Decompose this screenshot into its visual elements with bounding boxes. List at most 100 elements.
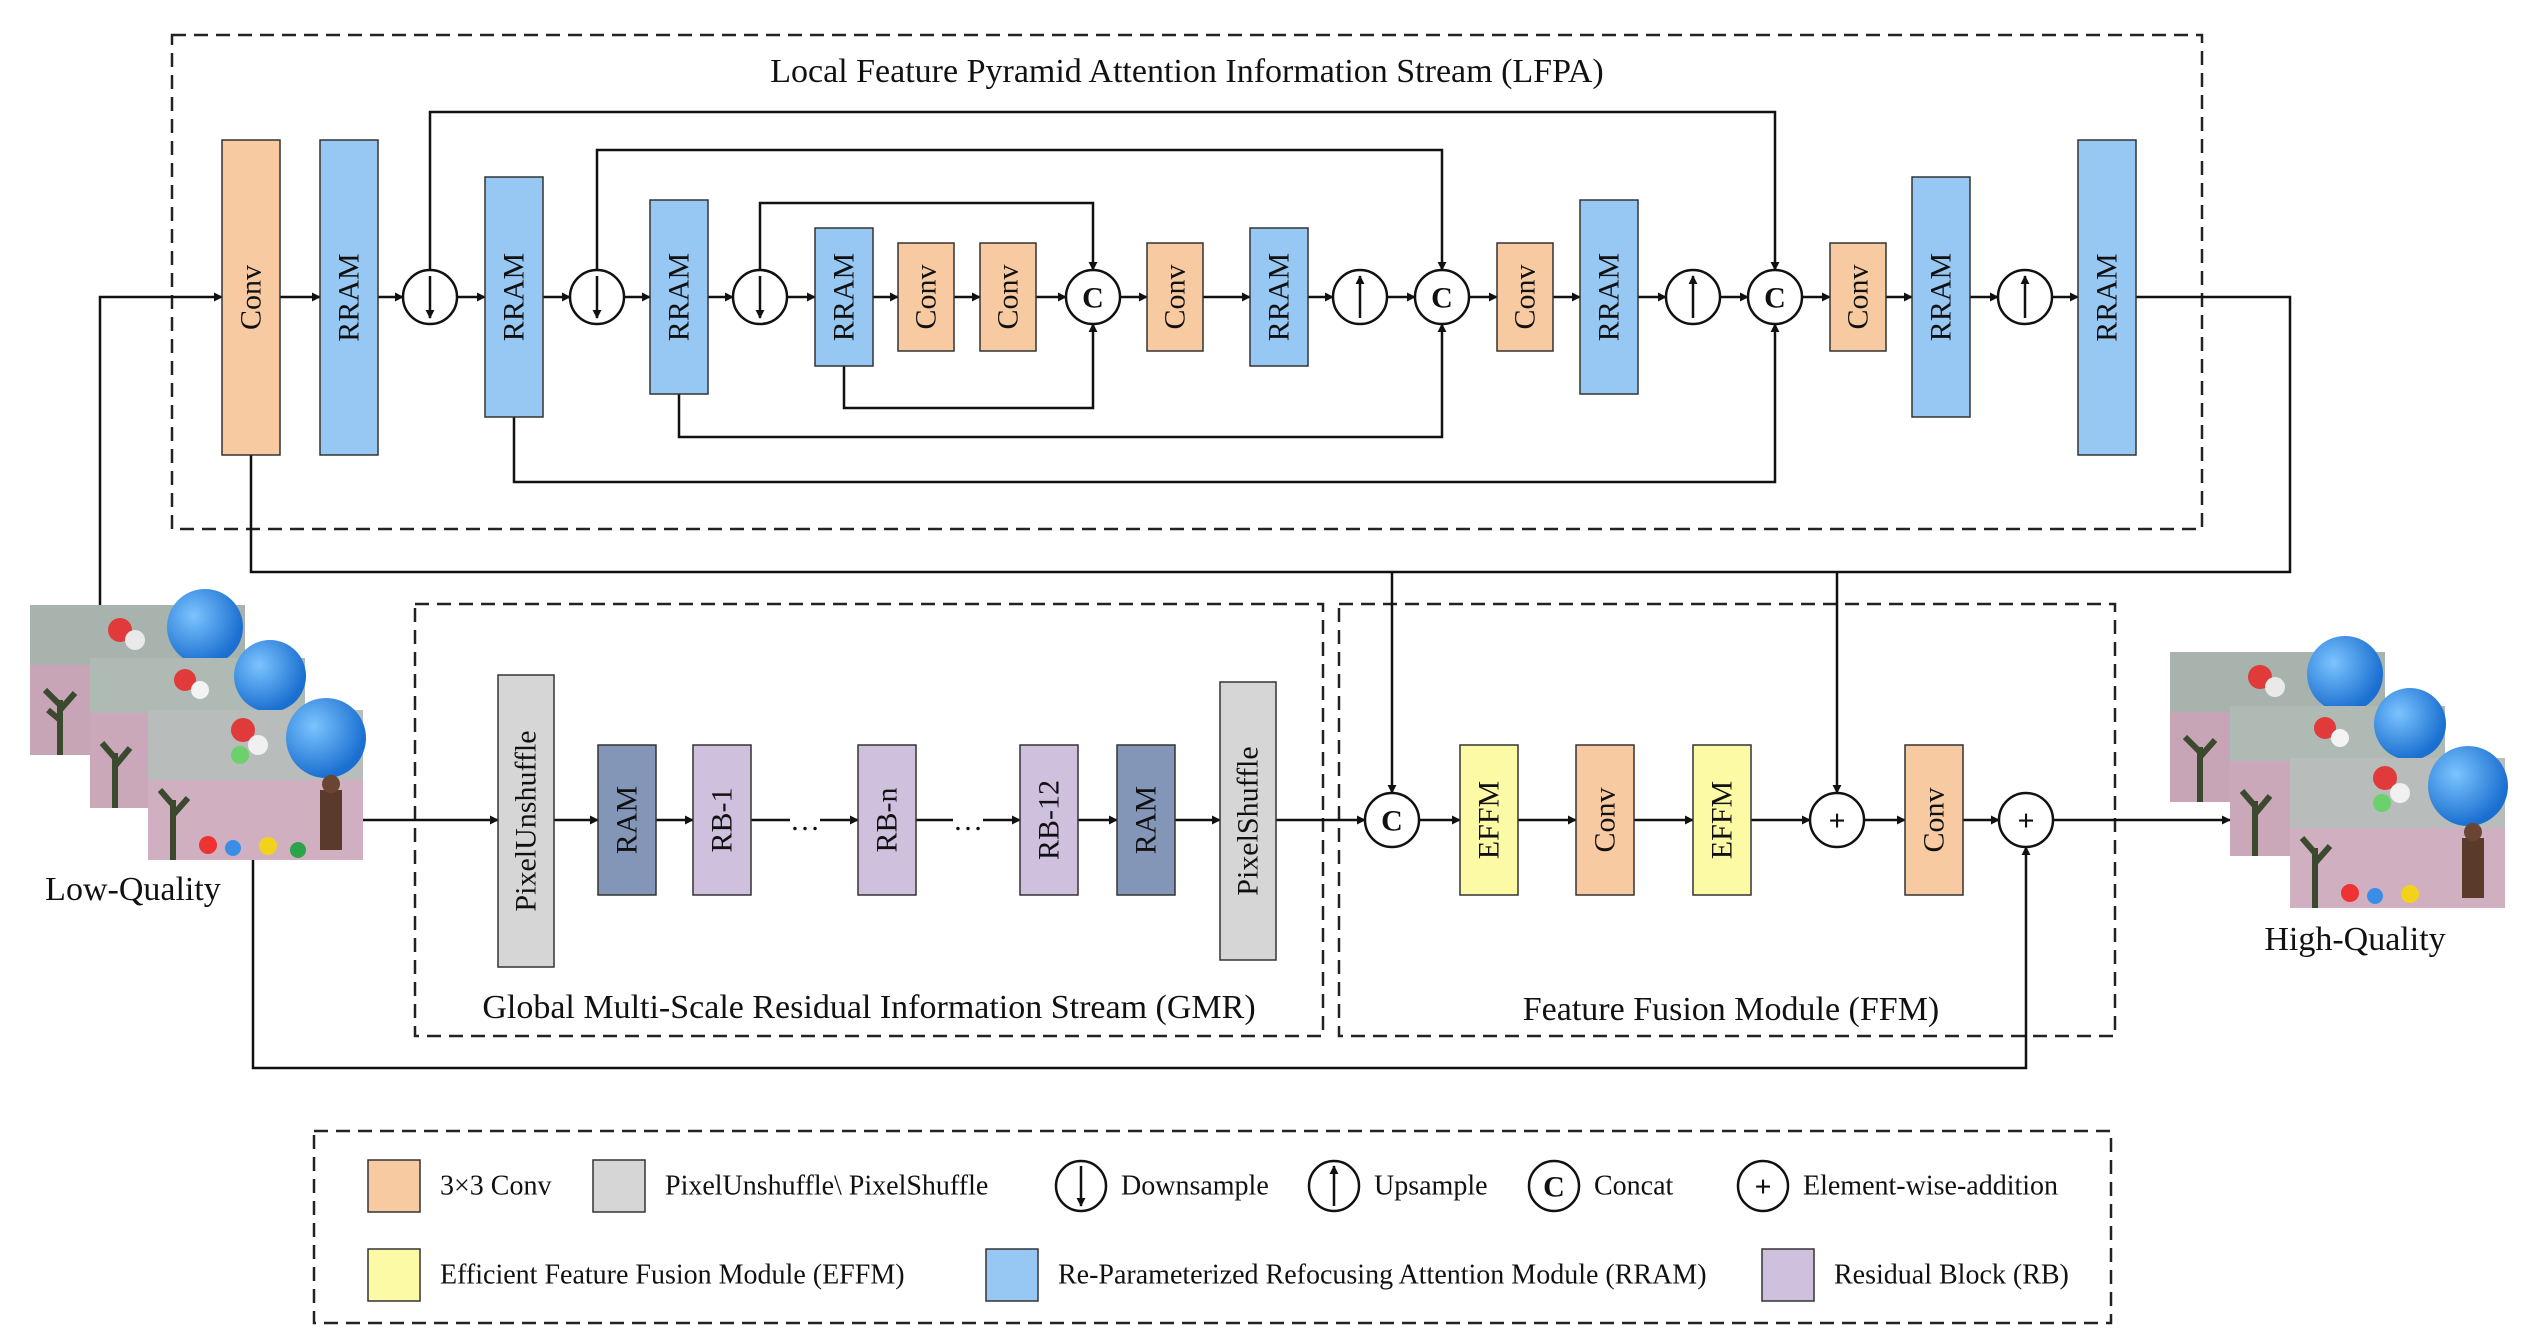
conv-inner-1: Conv: [897, 242, 955, 352]
rram-8: RRAM: [2077, 139, 2137, 456]
concat-2: C: [1413, 268, 1471, 326]
conv-inner-2: Conv: [979, 242, 1037, 352]
svg-text:C: C: [1764, 282, 1786, 315]
legend-item-upsample: Upsample: [1307, 1159, 1488, 1213]
legend-item-rb: Residual Block (RB): [1761, 1248, 2069, 1302]
high-quality-image-stack: [2170, 636, 2508, 908]
upsample-2: [1664, 268, 1722, 326]
legend: 3×3 Conv PixelUnshuffle\ PixelShuffle Down…: [367, 1159, 2069, 1302]
rram-6-label: RRAM: [1593, 253, 1626, 341]
add-icon: [1736, 1159, 1790, 1213]
concat-3: C: [1746, 268, 1804, 326]
legend-item-pixel: PixelUnshuffle\ PixelShuffle: [592, 1159, 988, 1213]
conv-after-concat-2-label: Conv: [1509, 264, 1542, 329]
pixel-shuffle-label: PixelShuffle: [1232, 746, 1265, 895]
legend-label: Re-Parameterized Refocusing Attention Mo…: [1058, 1260, 1707, 1291]
ffm-conv-2: Conv: [1904, 744, 1964, 896]
legend-label: Upsample: [1374, 1171, 1488, 1202]
rram-3: RRAM: [649, 199, 709, 395]
legend-item-add: + Element-wise-addition: [1736, 1159, 2058, 1213]
rb-n: RB-n: [857, 744, 917, 896]
conv-after-concat-3: Conv: [1829, 242, 1887, 352]
low-quality-label: Low-Quality: [45, 871, 221, 908]
rram-6: RRAM: [1579, 199, 1639, 395]
legend-item-conv: 3×3 Conv: [367, 1159, 551, 1213]
rb-12: RB-12: [1019, 744, 1079, 896]
ffm-conv-2-label: Conv: [1918, 787, 1951, 852]
concat-icon: [1527, 1159, 1581, 1213]
ffm-title: Feature Fusion Module (FFM): [1523, 991, 1940, 1028]
conv-after-concat-3-label: Conv: [1842, 264, 1875, 329]
rram-4: RRAM: [814, 227, 874, 367]
legend-label: 3×3 Conv: [440, 1171, 551, 1202]
gmr-title: Global Multi-Scale Residual Information …: [482, 989, 1255, 1026]
rram-4-label: RRAM: [828, 253, 861, 341]
ffm-conv-1: Conv: [1575, 744, 1635, 896]
ffm-add-2: +: [1997, 791, 2055, 849]
rram-1-label: RRAM: [333, 253, 366, 341]
ffm-concat: C: [1363, 791, 1421, 849]
downsample-2: [568, 268, 626, 326]
ram-2-label: RAM: [1130, 786, 1163, 854]
concat-1: C: [1064, 268, 1122, 326]
ffm-add-1: +: [1808, 791, 1866, 849]
rram-7: RRAM: [1911, 176, 1971, 418]
svg-text:C: C: [1431, 282, 1453, 315]
legend-swatch: [592, 1159, 646, 1213]
ram-1: RAM: [597, 744, 657, 896]
svg-text:+: +: [1828, 805, 1845, 838]
conv-after-concat-1: Conv: [1146, 242, 1204, 352]
downsample-3: [731, 268, 789, 326]
rram-8-label: RRAM: [2091, 253, 2124, 341]
legend-label: Downsample: [1121, 1171, 1269, 1202]
svg-text:+: +: [2017, 805, 2034, 838]
effm-2-label: EFFM: [1706, 781, 1739, 859]
upsample-1: [1331, 268, 1389, 326]
conv-after-concat-1-label: Conv: [1159, 264, 1192, 329]
pixel-shuffle: PixelShuffle: [1219, 681, 1277, 961]
legend-label: PixelUnshuffle\ PixelShuffle: [665, 1171, 988, 1202]
legend-label: Efficient Feature Fusion Module (EFFM): [440, 1260, 905, 1291]
legend-swatch: [367, 1159, 421, 1213]
ram-1-label: RAM: [611, 786, 644, 854]
low-quality-image-stack: [30, 589, 366, 860]
lfpa-title: Local Feature Pyramid Attention Informat…: [770, 53, 1603, 90]
legend-item-rram: Re-Parameterized Refocusing Attention Mo…: [985, 1248, 1707, 1302]
upsample-3: [1996, 268, 2054, 326]
connection-lines: [98, 110, 2292, 1070]
legend-label: Element-wise-addition: [1803, 1171, 2058, 1202]
legend-swatch: [367, 1248, 421, 1302]
rb-12-label: RB-12: [1033, 780, 1066, 860]
legend-swatch: [985, 1248, 1039, 1302]
ram-2: RAM: [1116, 744, 1176, 896]
effm-2: EFFM: [1692, 744, 1752, 896]
legend-label: Residual Block (RB): [1834, 1260, 2069, 1291]
rram-2-label: RRAM: [498, 253, 531, 341]
rb-1: RB-1: [692, 744, 752, 896]
ellipsis-1: …: [790, 804, 820, 837]
effm-1-label: EFFM: [1473, 781, 1506, 859]
lfpa-conv-input: Conv: [221, 139, 281, 456]
legend-swatch: [1761, 1248, 1815, 1302]
rram-3-label: RRAM: [663, 253, 696, 341]
conv-inner-2-label: Conv: [992, 264, 1025, 329]
svg-text:+: +: [1754, 1171, 1771, 1204]
pixel-unshuffle-label: PixelUnshuffle: [510, 730, 543, 911]
rram-2: RRAM: [484, 176, 544, 418]
svg-text:C: C: [1381, 805, 1403, 838]
conv-inner-1-label: Conv: [910, 264, 943, 329]
downsample-1: [401, 268, 459, 326]
rram-5-label: RRAM: [1263, 253, 1296, 341]
rram-7-label: RRAM: [1925, 253, 1958, 341]
ffm-conv-1-label: Conv: [1589, 787, 1622, 852]
rb-n-label: RB-n: [871, 787, 904, 852]
lfpa-frame: [170, 33, 2204, 531]
conv-after-concat-2: Conv: [1496, 242, 1554, 352]
rram-5: RRAM: [1249, 227, 1309, 367]
rb-1-label: RB-1: [706, 787, 739, 852]
high-quality-label: High-Quality: [2264, 921, 2445, 958]
lfpa-conv-input-label: Conv: [235, 265, 268, 330]
